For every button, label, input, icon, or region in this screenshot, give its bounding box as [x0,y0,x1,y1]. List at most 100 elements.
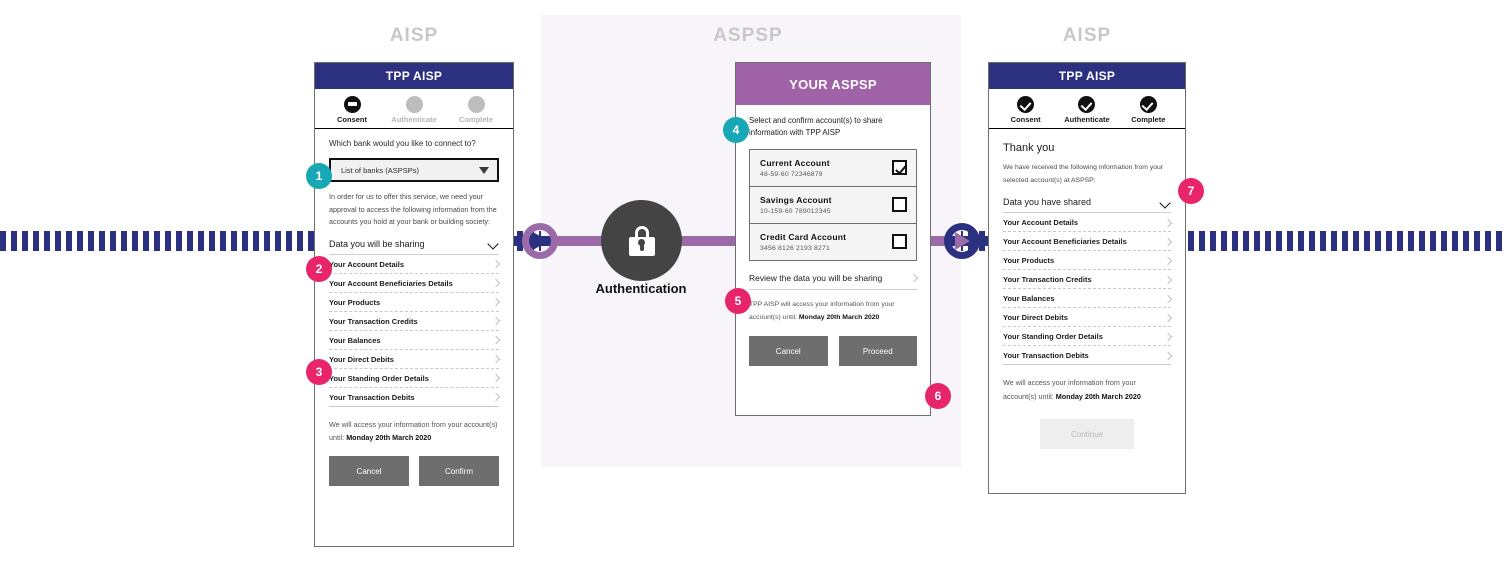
arrow-right-icon [955,232,970,250]
account-row[interactable]: Credit Card Account 3456 8126 2193 8271 [750,223,916,260]
confirm-button[interactable]: Confirm [419,456,499,487]
review-data-link[interactable]: Review the data you will be sharing [749,273,919,290]
list-item[interactable]: Your Transaction Credits [1003,270,1173,290]
list-item[interactable]: Your Account Details [1003,213,1173,233]
list-item-label: Your Account Beneficiaries Details [1003,237,1127,247]
authentication-label: Authentication [595,281,687,296]
left-stepper: Consent Authenticate Complete [315,89,513,129]
connector-node-left [522,223,558,259]
chevron-right-icon [491,298,501,307]
list-item-label: Your Products [329,297,381,307]
list-item[interactable]: Your Direct Debits [329,350,501,369]
column-title-aspsp: ASPSP [713,25,783,46]
chevron-right-icon [491,317,501,326]
chevron-right-icon [491,336,501,345]
list-item[interactable]: Your Account Beneficiaries Details [329,274,501,293]
check-circle-icon [1017,96,1035,113]
list-item[interactable]: Your Transaction Debits [329,388,501,407]
step-badge-2: 2 [306,256,332,282]
list-item[interactable]: Your Direct Debits [1003,308,1173,328]
list-item-label: Your Transaction Debits [1003,351,1089,361]
step-authenticate-done[interactable]: Authenticate [1059,96,1115,124]
right-access-until-prefix: We will access your information from you… [1003,378,1136,401]
column-title-aisp-right: AISP [1062,25,1112,46]
tpp-aisp-complete-card: TPP AISP Consent Authenticate Complete T… [988,62,1186,494]
proceed-button[interactable]: Proceed [838,336,917,367]
step-authenticate-label: Authenticate [391,115,437,124]
check-circle-icon [1078,96,1096,113]
list-item[interactable]: Your Balances [1003,289,1173,309]
data-sharing-accordion[interactable]: Data you will be sharing [329,239,499,255]
account-checkbox[interactable] [892,234,907,250]
list-item[interactable]: Your Balances [329,331,501,350]
account-number: 3456 8126 2193 8271 [760,244,830,252]
step-consent-icon [343,96,361,113]
chevron-down-icon [488,240,499,247]
step-badge-1: 1 [306,163,332,189]
list-item[interactable]: Your Account Details [329,255,501,274]
chevron-right-icon [1163,256,1173,265]
right-access-until: We will access your information from you… [1003,376,1171,403]
left-card-header: TPP AISP [315,63,513,89]
step-complete-done[interactable]: Complete [1120,96,1176,124]
account-checkbox[interactable] [892,197,907,213]
bank-question: Which bank would you like to connect to? [329,139,476,148]
list-item[interactable]: Your Transaction Debits [1003,346,1173,366]
account-name: Savings Account [760,194,832,205]
aspsp-intro-text: Select and confirm account(s) to share i… [749,116,883,138]
list-item-label: Your Direct Debits [1003,313,1068,323]
arrow-right-icon [533,232,548,250]
account-name: Credit Card Account [760,231,847,242]
list-item-label: Your Balances [329,335,381,345]
thank-you-subtitle: We have received the following informati… [1003,164,1164,184]
lock-icon [628,225,655,256]
chevron-down-icon [479,166,489,174]
left-access-until: We will access your information from you… [329,418,499,445]
list-item[interactable]: Your Account Beneficiaries Details [1003,232,1173,252]
list-item-label: Your Balances [1003,294,1055,304]
chevron-right-icon [1163,332,1173,341]
right-card-header: TPP AISP [989,63,1185,89]
mid-access-until: TPP AISP will access your information fr… [736,299,930,324]
data-shared-accordion[interactable]: Data you have shared [1003,197,1171,214]
list-item[interactable]: Your Standing Order Details [329,369,501,388]
step-badge-3: 3 [306,359,332,385]
step-consent-done[interactable]: Consent [998,96,1054,124]
bank-select[interactable]: List of banks (ASPSPs) [329,158,499,182]
list-item-label: Your Transaction Credits [329,316,418,326]
account-checkbox[interactable] [892,160,907,176]
cancel-button[interactable]: Cancel [329,456,409,487]
step-authenticate-label: Authenticate [1064,115,1110,124]
chevron-right-icon [1163,313,1173,322]
chevron-right-icon [1163,294,1173,303]
continue-button[interactable]: Continue [1040,419,1134,450]
chevron-right-icon [491,355,501,364]
aspsp-account-selection-card: YOUR ASPSP Select and confirm account(s)… [735,62,931,416]
chevron-right-icon [491,374,501,383]
step-consent[interactable]: Consent [324,96,380,124]
list-item-label: Your Transaction Debits [329,392,415,402]
left-access-until-prefix: We will access your information from you… [329,419,498,443]
mid-button-row: Cancel Proceed [736,336,930,367]
list-item-label: Your Account Details [1003,218,1079,228]
list-item-label: Your Account Beneficiaries Details [329,278,453,288]
step-complete[interactable]: Complete [448,96,504,124]
chevron-right-icon [909,273,919,283]
mid-access-until-date: Monday 20th March 2020 [798,313,880,321]
list-item[interactable]: Your Transaction Credits [329,312,501,331]
step-badge-5: 5 [725,288,751,314]
step-authenticate[interactable]: Authenticate [386,96,442,124]
list-item[interactable]: Your Products [1003,251,1173,271]
step-consent-label: Consent [1010,115,1041,124]
account-name: Current Account [760,157,830,168]
step-badge-7: 7 [1178,178,1204,204]
cancel-button[interactable]: Cancel [749,336,828,367]
list-item[interactable]: Your Standing Order Details [1003,327,1173,347]
step-complete-icon [467,96,485,113]
step-consent-label: Consent [337,115,367,124]
list-item[interactable]: Your Products [329,293,501,312]
